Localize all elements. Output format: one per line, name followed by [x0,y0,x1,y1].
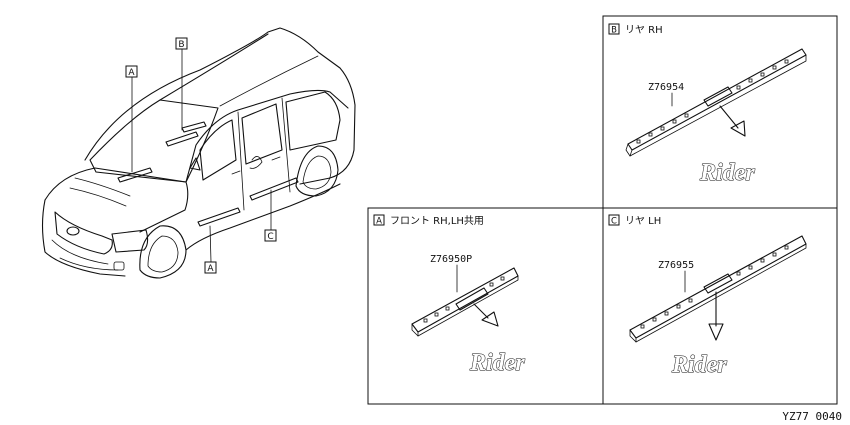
callout-c-side: C [264,229,277,242]
panel-b-rider-emblem: Rider [699,160,755,186]
panel-b-part-number: Z76954 [648,82,684,93]
panel-b-label-box [608,23,620,35]
panel-c-rider-emblem: Rider [671,352,727,378]
panel-c-label-box [608,214,620,226]
car-illustration: A B A C [41,27,356,279]
panel-a-rider-emblem: Rider [469,350,525,376]
panel-b-letter: B [611,26,617,36]
panel-c-part-number: Z76955 [658,260,694,271]
panel-c-title: リヤ LH [625,216,661,227]
panel-c-decal-strip [629,235,807,343]
panel-a-letter: A [376,217,382,227]
panel-b-title: リヤ RH [625,25,663,36]
svg-text:A: A [207,264,214,274]
diagram-code: YZ77 0040 [782,410,842,423]
panel-a-title: フロント RH,LH共用 [390,215,484,227]
panel-a-decal-strip [411,267,519,337]
panel-frames [367,15,838,405]
callout-a-door: A [204,261,217,274]
svg-text:A: A [128,68,135,78]
panel-a-label-box [373,214,385,226]
panel-c-letter: C [611,217,617,227]
panel-b-rear-rh: B リヤ RH Z76954 Rider [608,23,807,187]
panel-b-decal-strip [625,48,807,157]
callout-a-hood: A [125,65,138,78]
svg-text:B: B [178,40,184,50]
panel-c-rear-lh: C リヤ LH Z76955 Rider [608,214,807,379]
callout-b-roof: B [175,37,188,50]
svg-text:C: C [267,232,273,242]
panel-a-part-number: Z76950P [430,254,472,265]
panel-a-front: A フロント RH,LH共用 Z76950P Rider [373,214,526,377]
